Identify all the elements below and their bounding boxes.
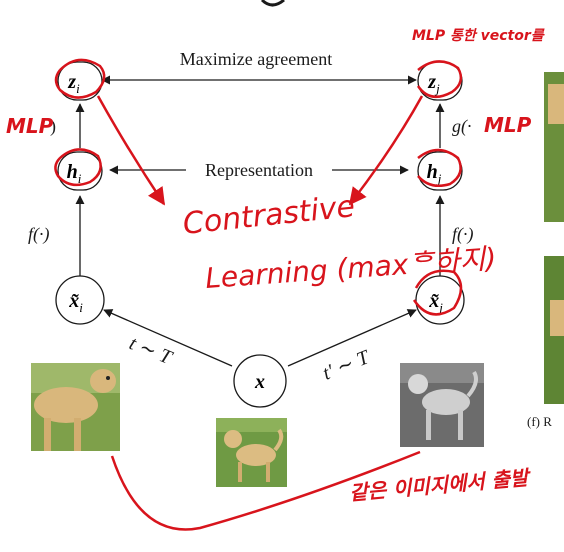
- svg-text:x̃i: x̃i: [68, 290, 83, 315]
- photo-original: [216, 418, 287, 487]
- svg-text:hj: hj: [427, 161, 442, 186]
- node-zj: zj: [417, 61, 463, 101]
- side-caption: (f) R: [527, 414, 552, 429]
- photo-augmented-right: [400, 363, 484, 447]
- annotation-mlp-left: MLP: [6, 114, 54, 138]
- svg-text:x: x: [254, 371, 265, 393]
- side-photo-top: [544, 72, 564, 222]
- svg-text:zj: zj: [427, 71, 440, 96]
- annotation-curve-bottom: [110, 450, 421, 531]
- annotation-arrow-right: [348, 95, 424, 206]
- annotation-circle-zj: [416, 60, 463, 99]
- node-hj: hj: [417, 151, 463, 191]
- side-photo-bottom: [544, 256, 564, 404]
- node-zi: zi: [57, 61, 103, 101]
- annotation-circle-hi: [54, 148, 102, 187]
- label-f-left: f(·): [28, 224, 50, 245]
- annotation-mlp-right: MLP: [484, 113, 532, 137]
- annotation-contrastive-line1: Contrastive: [181, 189, 356, 242]
- label-t-right: t′ ∼ T: [320, 346, 374, 385]
- svg-text:hi: hi: [67, 161, 82, 186]
- label-g-right: g(·: [452, 116, 472, 137]
- annotation-top-right-note: MLP 통한 vector를: [412, 28, 545, 44]
- annotation-arrow-left: [96, 95, 166, 206]
- label-g-left: ·): [44, 116, 56, 137]
- annotation-circle-xj: [412, 269, 463, 316]
- annotation-circle-zi: [54, 58, 106, 99]
- annotation-bottom-note: 같은 이미지에서 출발: [348, 465, 533, 505]
- svg-text:x̃j: x̃j: [428, 290, 443, 315]
- node-x: x: [233, 354, 287, 408]
- edge-x-xj: [287, 309, 417, 367]
- middle-label: Representation: [205, 160, 313, 180]
- top-label: Maximize agreement: [180, 49, 332, 69]
- photo-augmented-left: [31, 363, 120, 451]
- node-xj: x̃j: [415, 275, 465, 325]
- node-xi: x̃i: [55, 275, 105, 325]
- annotation-circle-hj: [417, 148, 462, 187]
- edge-x-xi: [103, 309, 233, 367]
- label-f-right: f(·): [452, 224, 474, 245]
- svg-text:zi: zi: [67, 71, 80, 96]
- cropped-title-fragment: [260, 0, 285, 7]
